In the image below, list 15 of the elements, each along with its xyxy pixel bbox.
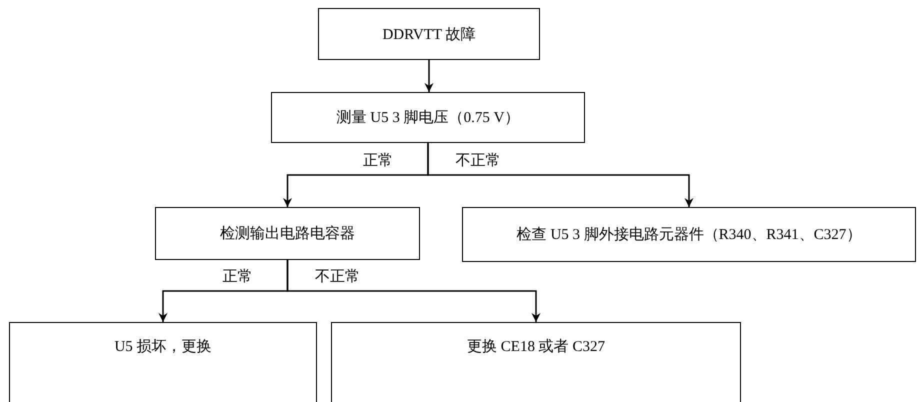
process-box xyxy=(9,322,317,402)
arrow xyxy=(427,143,694,207)
process-box xyxy=(155,207,420,260)
process-box xyxy=(271,92,585,143)
process-box xyxy=(462,207,916,262)
box-text: 检测输出电路电容器 xyxy=(220,224,355,243)
box-text: 更换 CE18 或者 C327 xyxy=(467,338,605,356)
box-text: 检查 U5 3 脚外接电路元器件（R340、R341、C327） xyxy=(516,226,862,244)
box-text: 测量 U5 3 脚电压（0.75 V） xyxy=(336,108,520,127)
process-box xyxy=(318,8,540,60)
arrow xyxy=(286,260,540,322)
process-box xyxy=(331,322,741,402)
box-text: DDRVTT 故障 xyxy=(382,26,476,44)
box-text: U5 损坏，更换 xyxy=(114,338,212,356)
arrow xyxy=(424,60,434,92)
